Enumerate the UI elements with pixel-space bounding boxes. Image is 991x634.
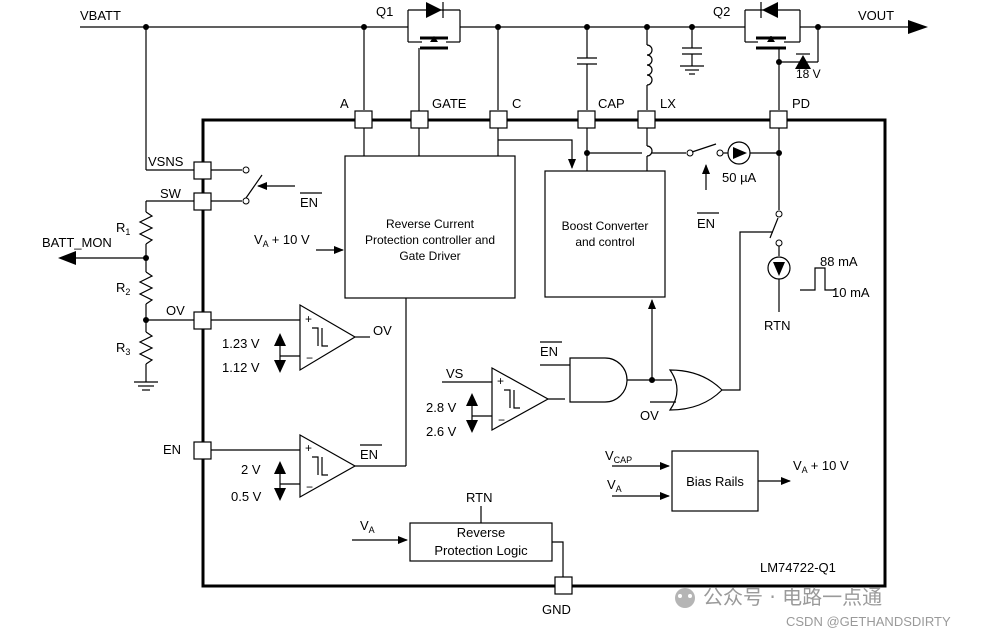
pin-c <box>489 110 508 129</box>
q1-label: Q1 <box>376 4 393 19</box>
en-comparator-output: EN <box>360 447 378 462</box>
boost-line2: and control <box>575 235 634 249</box>
boost-converter-block <box>544 170 666 298</box>
vbatt-rail <box>80 20 928 34</box>
vs-comparator: + − <box>442 366 565 433</box>
vs-threshold-high: 2.8 V <box>426 400 457 415</box>
bias-vcap-input: VCAP <box>605 448 632 465</box>
ov-threshold-high: 1.23 V <box>222 336 260 351</box>
reverse-protection-logic-block <box>409 522 553 562</box>
or-ov-label: OV <box>640 408 659 423</box>
ov-comparator: + − <box>211 303 370 373</box>
pin-pd <box>769 110 788 129</box>
rtn-label: RTN <box>764 318 790 333</box>
chip-name: LM74722-Q1 <box>760 560 836 575</box>
vs-threshold-low: 2.6 V <box>426 424 457 439</box>
output-capacitor <box>680 27 704 75</box>
pulse-waveform <box>800 267 835 291</box>
svg-text:−: − <box>306 480 313 494</box>
watermark: 公众号 · 电路一点通 CSDN @GETHANDSDIRTY <box>675 585 951 629</box>
rcp-line3: Gate Driver <box>399 249 460 263</box>
pin-en <box>193 441 212 460</box>
bias-output: VA+ 10 V <box>793 458 849 475</box>
svg-text:−: − <box>306 351 313 365</box>
bias-rails-block <box>671 450 759 512</box>
pin-gnd <box>554 576 573 595</box>
batt-mon-label: BATT_MON <box>42 235 112 250</box>
pd-en-bar-label: EN <box>697 216 715 231</box>
svg-text:+: + <box>497 374 504 388</box>
vbatt-label: VBATT <box>80 8 121 23</box>
q1-mosfet <box>407 2 461 118</box>
pulse-high-label: 88 mA <box>820 254 858 269</box>
pin-vsns-label: VSNS <box>148 154 184 169</box>
rcp-va-supply: VA+ 10 V <box>254 232 310 249</box>
pin-gate-label: GATE <box>432 96 467 111</box>
en-threshold-low: 0.5 V <box>231 489 262 504</box>
pin-cap <box>577 110 596 129</box>
vs-label: VS <box>446 366 464 381</box>
en-comparator: + − <box>211 298 407 501</box>
r3-label: R3 <box>116 340 130 357</box>
pin-a-label: A <box>340 96 349 111</box>
pulse-low-label: 10 mA <box>832 285 870 300</box>
reverse-current-block <box>344 155 516 299</box>
bias-rails-label: Bias Rails <box>686 474 744 489</box>
rcp-line1: Reverse Current <box>386 217 475 231</box>
cap-capacitor <box>577 27 597 110</box>
pin-en-label: EN <box>163 442 181 457</box>
pin-gnd-label: GND <box>542 602 571 617</box>
vout-label: VOUT <box>858 8 894 23</box>
svg-text:−: − <box>498 413 505 427</box>
pin-sw <box>193 192 212 211</box>
r1-label: R1 <box>116 220 130 237</box>
watermark-line2: CSDN @GETHANDSDIRTY <box>786 614 951 629</box>
pd-current-source <box>686 141 782 190</box>
pin-lx-label: LX <box>660 96 676 111</box>
watermark-line1: 公众号 · 电路一点通 <box>703 585 882 609</box>
lx-inductor <box>646 27 653 110</box>
pin-a <box>354 110 373 129</box>
rpl-va-input: VA <box>360 518 375 535</box>
sw-en-bar-label: EN <box>300 195 318 210</box>
svg-text:+: + <box>305 312 312 326</box>
pin-pd-label: PD <box>792 96 810 111</box>
and-en-bar-label: EN <box>540 344 558 359</box>
pin-ov <box>193 311 212 330</box>
boost-line1: Boost Converter <box>562 219 649 233</box>
pin-lx <box>637 110 656 129</box>
vsns-sw-switch <box>211 166 295 205</box>
pin-ov-label: OV <box>166 303 185 318</box>
pd-current-label: 50 µA <box>722 170 757 185</box>
r2-label: R2 <box>116 280 130 297</box>
en-threshold-high: 2 V <box>241 462 261 477</box>
or-gate <box>650 369 723 411</box>
q2-mosfet <box>744 2 819 110</box>
ov-comparator-output: OV <box>373 323 392 338</box>
pin-c-label: C <box>512 96 521 111</box>
pin-gate <box>410 110 429 129</box>
rpl-rtn-label: RTN <box>466 490 492 505</box>
left-network <box>58 27 194 391</box>
ov-threshold-low: 1.12 V <box>222 360 260 375</box>
and-gate <box>540 299 672 403</box>
zener-voltage: 18 V <box>796 67 821 81</box>
rpl-line2: Protection Logic <box>434 543 528 558</box>
rpl-line1: Reverse <box>457 525 505 540</box>
zener-diode <box>795 53 811 69</box>
pin-sw-label: SW <box>160 186 182 201</box>
rcp-line2: Protection controller and <box>365 233 495 247</box>
pin-cap-label: CAP <box>598 96 625 111</box>
q2-label: Q2 <box>713 4 730 19</box>
svg-text:+: + <box>305 441 312 455</box>
bias-va-input: VA <box>607 477 622 494</box>
pin-vsns <box>193 161 212 180</box>
ic-boundary <box>201 118 887 588</box>
